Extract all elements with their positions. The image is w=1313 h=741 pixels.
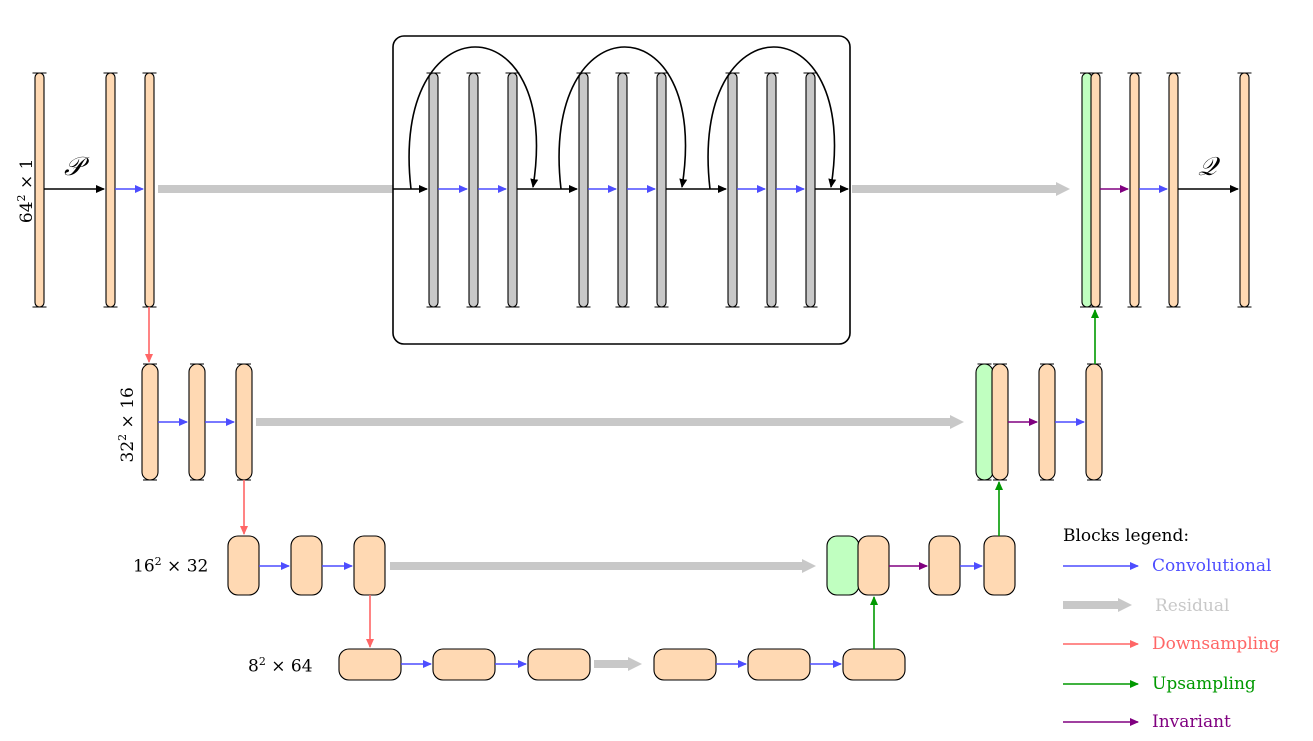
level3-enc-block-3	[353, 535, 386, 596]
level-4-dim-label: 82 × 64	[248, 655, 313, 677]
res-group-3-skip-loop	[707, 46, 837, 190]
res-group-3-block-2	[766, 72, 777, 308]
blocks-layer	[32, 72, 1252, 681]
output-operator-label: 𝒬	[1198, 152, 1217, 182]
level3-dec-block-1	[928, 535, 961, 596]
level4-block-2	[432, 648, 496, 681]
res-group-2-skip-loop	[558, 46, 688, 190]
level1-enc-block-1	[105, 72, 116, 308]
arrows-layer	[44, 46, 1239, 726]
level2-dec-block-2	[1085, 363, 1103, 481]
res-group-2-block-2	[617, 72, 628, 308]
res-group-1-skip-loop	[408, 46, 539, 190]
residual-layer	[158, 182, 1070, 671]
level4-block-4	[653, 648, 717, 681]
level2-enc-block-2	[188, 363, 206, 481]
level-3-dim-label: 162 × 32	[133, 555, 209, 577]
level1-output-block	[1239, 72, 1250, 308]
res-group-2-block-3	[656, 72, 667, 308]
legend-title: Blocks legend:	[1063, 526, 1190, 546]
level1-dec-block-2	[1168, 72, 1179, 308]
level4-block-6	[842, 648, 906, 681]
level2-enc-block-3	[235, 363, 253, 481]
level-2-dim-label: 322 × 16	[116, 387, 138, 463]
res-group-2-block-1	[578, 72, 589, 308]
level2-up-block	[991, 363, 1009, 481]
bottleneck-frame-layer	[392, 35, 851, 345]
level1-enc-block-2	[144, 72, 155, 308]
level3-up-block	[857, 535, 890, 596]
level4-block-5	[747, 648, 811, 681]
level3-enc-block-1	[227, 535, 260, 596]
residual-bottleneck-frame	[392, 35, 851, 345]
level2-skip-block	[975, 363, 994, 481]
legend-label-upsampling: Upsampling	[1152, 674, 1256, 694]
res-group-3-block-3	[805, 72, 816, 308]
legend-label-residual: Residual	[1155, 596, 1230, 616]
res-group-1-block-2	[468, 72, 479, 308]
res-group-3-block-1	[727, 72, 738, 308]
input-operator-label: 𝒫	[64, 152, 83, 182]
level2-enc-block-1	[141, 363, 159, 481]
level4-block-1	[338, 648, 402, 681]
level2-dec-block-1	[1038, 363, 1056, 481]
level3-dec-block-2	[983, 535, 1016, 596]
level4-block-3	[527, 648, 591, 681]
level-1-dim-label: 642 × 1	[15, 158, 37, 224]
level3-skip-block	[826, 535, 860, 596]
res-group-1-block-3	[507, 72, 518, 308]
level3-enc-block-2	[290, 535, 323, 596]
legend-label-convolutional: Convolutional	[1152, 556, 1272, 576]
res-group-1-block-1	[428, 72, 439, 308]
legend-label-invariant: Invariant	[1152, 712, 1231, 732]
level1-dec-block-1	[1129, 72, 1140, 308]
level1-up-block	[1090, 72, 1101, 308]
legend-label-downsampling: Downsampling	[1152, 634, 1280, 654]
